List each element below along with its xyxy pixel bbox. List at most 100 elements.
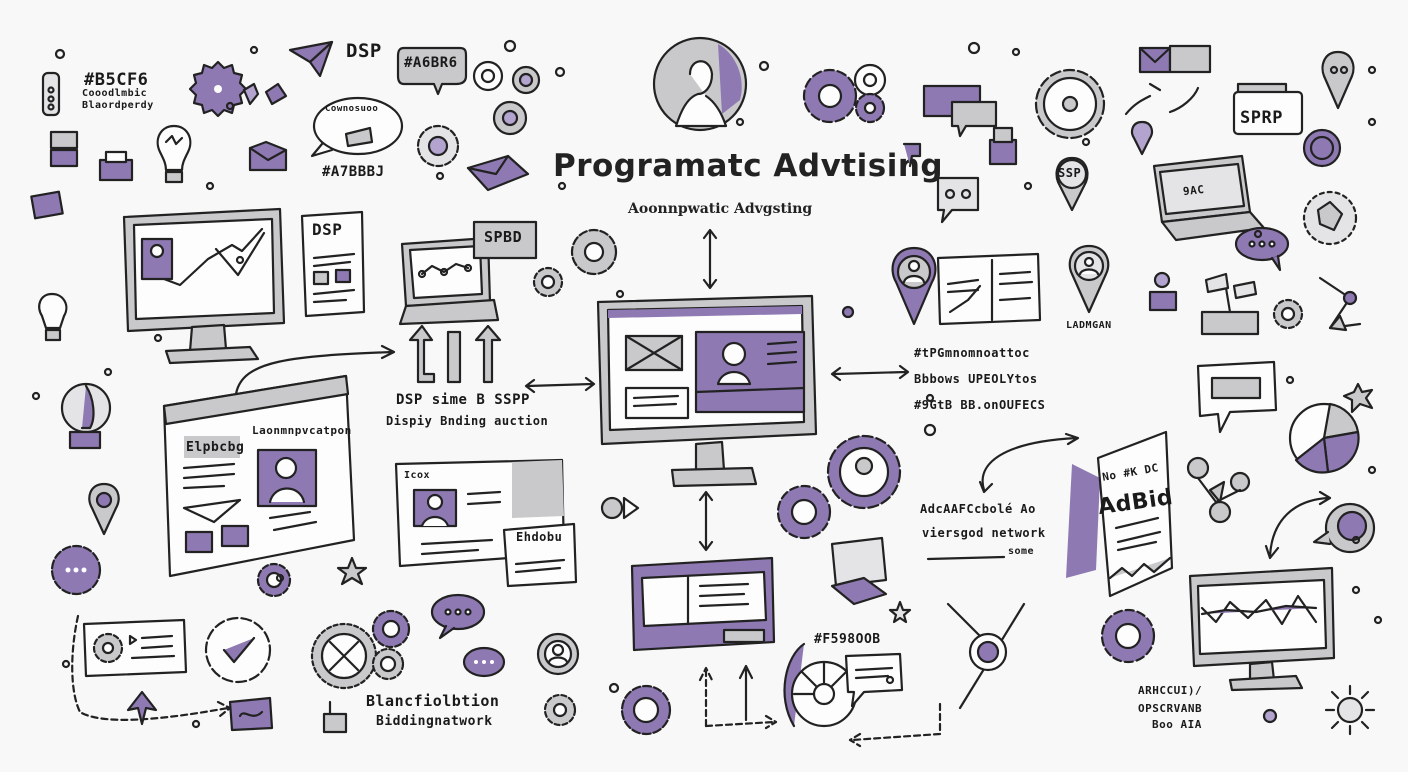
note-line: Blaordperdy: [82, 100, 154, 111]
gear-icon: [368, 606, 414, 656]
play-triangle-icon: [598, 490, 642, 530]
envelope-icon: [246, 138, 290, 178]
note-line: Cooodlmbic: [82, 88, 148, 99]
ad-tablet: [628, 556, 778, 660]
arrow-up-icon: [124, 690, 160, 732]
color-code-label: #A7BBBJ: [322, 164, 385, 180]
landing-pin-label: LADMGAN: [1066, 320, 1112, 331]
double-arrow-horizontal: [524, 376, 596, 400]
color-code-label: #B5CF6: [84, 70, 149, 90]
network-line: viersgod network: [922, 526, 1046, 540]
gears-icon: [800, 62, 896, 132]
bottom-right-line: OPSCRVANB: [1138, 702, 1203, 715]
flag-marker-icon: [900, 140, 924, 174]
stats-line: #9GtB BB.onOUFECS: [914, 398, 1046, 412]
star-icon: [336, 556, 368, 592]
phone-remote-icon: [40, 70, 64, 124]
double-arrow-vertical: [700, 228, 720, 294]
browser-headline: Elpbcbg: [186, 440, 245, 455]
ssp-laptop: [392, 220, 552, 332]
signature-card-icon: [226, 696, 276, 740]
double-arrow-horizontal: [830, 364, 910, 388]
gear-icon: [1270, 296, 1306, 336]
auction-label: DSP sime B SSPP: [396, 392, 530, 408]
page-subtitle: Aoonnpwatic Advgsting: [628, 201, 813, 217]
chat-window-icon: [842, 650, 906, 716]
sun-burst-icon: [1320, 680, 1380, 744]
chat-gear-icon: [46, 540, 106, 604]
idea-bulb-icon: [54, 378, 118, 456]
chat-dots-icon: [1232, 224, 1294, 278]
ssp-pin-label: SSP: [1058, 166, 1082, 180]
bottom-right-line: ARHCCUI)/: [1138, 684, 1203, 697]
map-pin-icon: [1316, 48, 1360, 118]
chat-dots-icon: [460, 644, 510, 688]
speech-bubble-code: #A6BR6: [404, 55, 458, 71]
star-icon: [888, 600, 912, 628]
gear-icon: [530, 264, 566, 304]
chat-bubble-display: [1190, 356, 1282, 444]
network-line: AdcAAFCcbolé Ao: [920, 502, 1036, 516]
cube-keyboard-icon: [824, 534, 894, 614]
dashed-arrow: [840, 700, 950, 752]
large-gear-icon: [1030, 64, 1110, 148]
magnifier-tools-icon: [940, 596, 1040, 720]
person-icon: [1144, 270, 1184, 318]
dsp-document: [296, 208, 368, 324]
network-underline: [926, 548, 1006, 567]
gear-icon: [1300, 188, 1360, 252]
stats-line: #tPGmnomnoattoc: [914, 346, 1030, 360]
landing-page-browser: [160, 372, 360, 584]
box-icon: [48, 128, 82, 174]
gear-icon: [412, 120, 464, 176]
mailbox-icon: [320, 698, 350, 742]
gear-icon: [188, 58, 248, 122]
bottom-center-sublabel: Biddingnatwork: [376, 714, 493, 729]
bottom-right-line: Boo AIA: [1152, 718, 1202, 731]
speech-bubble-round: [308, 94, 404, 164]
profile-avatar-circle: [650, 34, 750, 138]
checkmark-gear-icon: [200, 612, 276, 692]
auction-sub-label: Dispiy Bnding auction: [386, 414, 549, 428]
double-arrow-vertical: [696, 490, 716, 556]
central-ad-exchange-monitor: [592, 292, 822, 496]
gear-wheel-icon: [306, 618, 382, 698]
card-icon: [30, 190, 66, 224]
chat-dots-icon: [428, 592, 488, 646]
lightbulb-icon: [150, 122, 198, 192]
gear-icon: [1096, 604, 1160, 672]
gear-cluster-icon: [470, 58, 550, 142]
plant-chat-icon: [1198, 268, 1264, 344]
auction-bid-arrows: [404, 324, 504, 392]
laptop-right: [1146, 152, 1266, 246]
map-pin-icon: [1128, 118, 1158, 162]
lightbulb-icon: [32, 290, 72, 350]
laptop-screen-text: 9AC: [1182, 182, 1205, 199]
curved-double-arrow: [1264, 490, 1334, 564]
envelope-icon: [1136, 42, 1216, 86]
profile-badge-icon: [1300, 126, 1344, 174]
trend-monitor: [1186, 560, 1336, 694]
map-pin-icon: [84, 480, 124, 544]
pie-chart-icon: [1284, 398, 1364, 482]
gear-icon: [616, 680, 676, 744]
gear-icon: [772, 480, 836, 548]
chat-dots-icon: [930, 174, 986, 230]
curved-arrow: [232, 340, 402, 404]
user-location-pin: [1064, 242, 1114, 320]
analytics-monitor: [120, 205, 292, 369]
settings-card: [80, 618, 190, 686]
dsp-label: DSP: [346, 40, 382, 62]
gear-icon: [368, 644, 408, 688]
ssp-pin: [1050, 154, 1094, 218]
browser-tag: Icox: [404, 470, 431, 481]
folder-icon: [1230, 78, 1306, 152]
network-line: some: [1008, 546, 1035, 557]
network-nodes-icon: [1180, 454, 1266, 534]
gear-icon: [540, 690, 580, 734]
browser-title: Laonmnpvcatpon: [252, 424, 352, 437]
box-stack-icon: [986, 124, 1020, 174]
profile-gear-icon: [822, 430, 906, 518]
dashed-arrows: [698, 660, 780, 734]
folder-label: SPRP: [1240, 108, 1283, 128]
